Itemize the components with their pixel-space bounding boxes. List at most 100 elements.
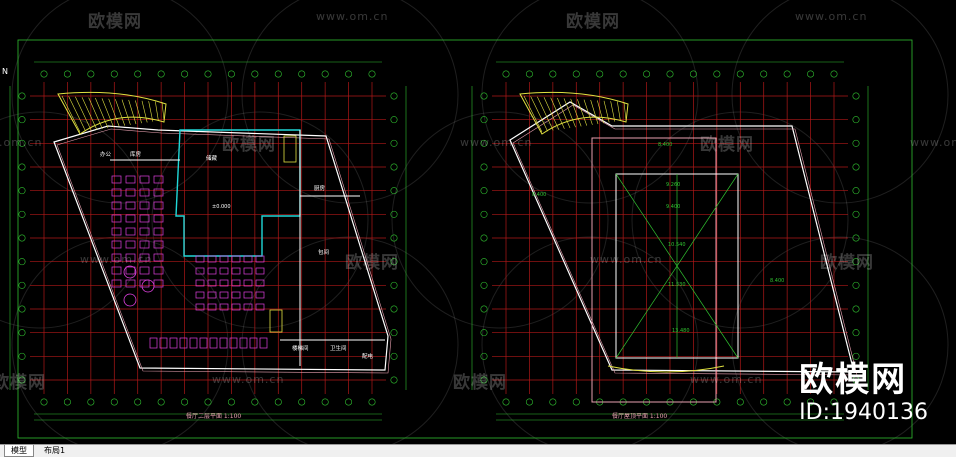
ucs-marker: N — [2, 67, 8, 76]
room-label: 库房 — [130, 150, 142, 158]
watermark-circle — [731, 0, 949, 204]
dining-table — [195, 303, 205, 311]
axis-bubble — [480, 163, 488, 171]
axis-bubble — [298, 70, 306, 78]
axis-bubble — [18, 187, 26, 195]
room-label: 办公 — [100, 150, 112, 158]
axis-bubble — [852, 258, 860, 266]
booth-seat — [179, 337, 188, 349]
dining-table — [219, 291, 229, 299]
round-table — [141, 279, 155, 293]
axis-bubble — [480, 305, 488, 313]
axis-bubble — [480, 329, 488, 337]
canopy-hatch — [101, 98, 114, 128]
canopy-hatch — [121, 99, 131, 125]
axis-bubble — [40, 70, 48, 78]
axis-bubble — [87, 70, 95, 78]
dining-table — [219, 279, 229, 287]
axis-bubble — [390, 92, 398, 100]
booth-seat — [199, 337, 208, 349]
dining-table — [231, 255, 241, 263]
layout-tab-bar: 模型 布局1 — [0, 444, 956, 457]
booth-seat — [229, 337, 238, 349]
watermark-brand: 欧模网 — [222, 135, 276, 155]
cad-drawing[interactable]: 办公库房厨房包间楼梯间卫生间配电储藏±0.000餐厅二层平面 1:1008.40… — [0, 0, 956, 444]
axis-bubble — [549, 70, 557, 78]
axis-bubble — [852, 329, 860, 337]
dining-table — [207, 291, 217, 299]
watermark-circle — [731, 236, 949, 444]
canopy-hatch — [61, 95, 81, 133]
dining-table — [125, 214, 136, 223]
axis-bubble — [204, 398, 212, 406]
dining-table — [255, 267, 265, 275]
dining-table — [139, 253, 150, 262]
axis-bubble — [852, 92, 860, 100]
axis-bubble — [251, 398, 259, 406]
canopy-hatch — [543, 97, 560, 130]
elevation-label: 10.540 — [668, 242, 686, 248]
canopy-hatch — [81, 97, 98, 130]
canopy-hatch — [135, 100, 142, 124]
room-label: 配电 — [362, 352, 374, 360]
watermark-url: www.om.cn — [910, 136, 956, 149]
axis-bubble — [390, 305, 398, 313]
watermark-brand: 欧模网 — [700, 135, 754, 155]
dining-table — [195, 291, 205, 299]
tab-model[interactable]: 模型 — [4, 445, 34, 457]
axis-bubble — [525, 70, 533, 78]
axis-bubble — [134, 398, 142, 406]
elevation-label: 9.400 — [666, 204, 680, 210]
axis-bubble — [157, 70, 165, 78]
booth-seat — [159, 337, 168, 349]
dining-table — [207, 303, 217, 311]
dining-table — [111, 266, 122, 275]
axis-bubble — [689, 70, 697, 78]
dining-table — [153, 175, 164, 184]
booth-seat — [169, 337, 178, 349]
elevation-label: 8.400 — [658, 142, 672, 148]
dining-table — [243, 291, 253, 299]
dining-table — [219, 255, 229, 263]
canopy-hatch — [68, 96, 86, 132]
axis-bubble — [852, 210, 860, 218]
round-table — [123, 293, 137, 307]
dining-table — [207, 255, 217, 263]
building-outline — [509, 101, 855, 373]
tab-layout1[interactable]: 布局1 — [44, 446, 66, 455]
canopy-hatch — [603, 100, 610, 123]
axis-bubble — [321, 398, 329, 406]
canopy-hatch — [141, 100, 148, 123]
stair — [283, 135, 297, 163]
dining-table — [231, 279, 241, 287]
booth-seat — [219, 337, 228, 349]
dining-table — [125, 201, 136, 210]
axis-bubble — [572, 70, 580, 78]
axis-bubble — [525, 398, 533, 406]
booth-seat — [149, 337, 158, 349]
axis-bubble — [18, 210, 26, 218]
watermark-brand: 欧模网 — [820, 253, 874, 273]
plan-title: 餐厅屋顶平面 1:100 — [612, 412, 667, 420]
axis-bubble — [480, 234, 488, 242]
dining-table — [255, 303, 265, 311]
watermark-url: www.om.cn — [590, 253, 663, 266]
dining-table — [243, 255, 253, 263]
axis-bubble — [157, 398, 165, 406]
axis-bubble — [227, 398, 235, 406]
axis-bubble — [63, 70, 71, 78]
booth-seat — [239, 337, 248, 349]
axis-bubble — [643, 70, 651, 78]
canopy-hatch — [88, 97, 103, 129]
dining-table — [153, 253, 164, 262]
axis-bubble — [549, 398, 557, 406]
axis-bubble — [619, 70, 627, 78]
dining-table — [255, 291, 265, 299]
watermark-url: www.om.cn — [0, 136, 43, 149]
canopy-hatch — [590, 99, 599, 125]
axis-bubble — [736, 70, 744, 78]
canopy-hatch — [537, 96, 554, 131]
axis-bubble — [852, 352, 860, 360]
room-label: 厨房 — [314, 184, 326, 192]
